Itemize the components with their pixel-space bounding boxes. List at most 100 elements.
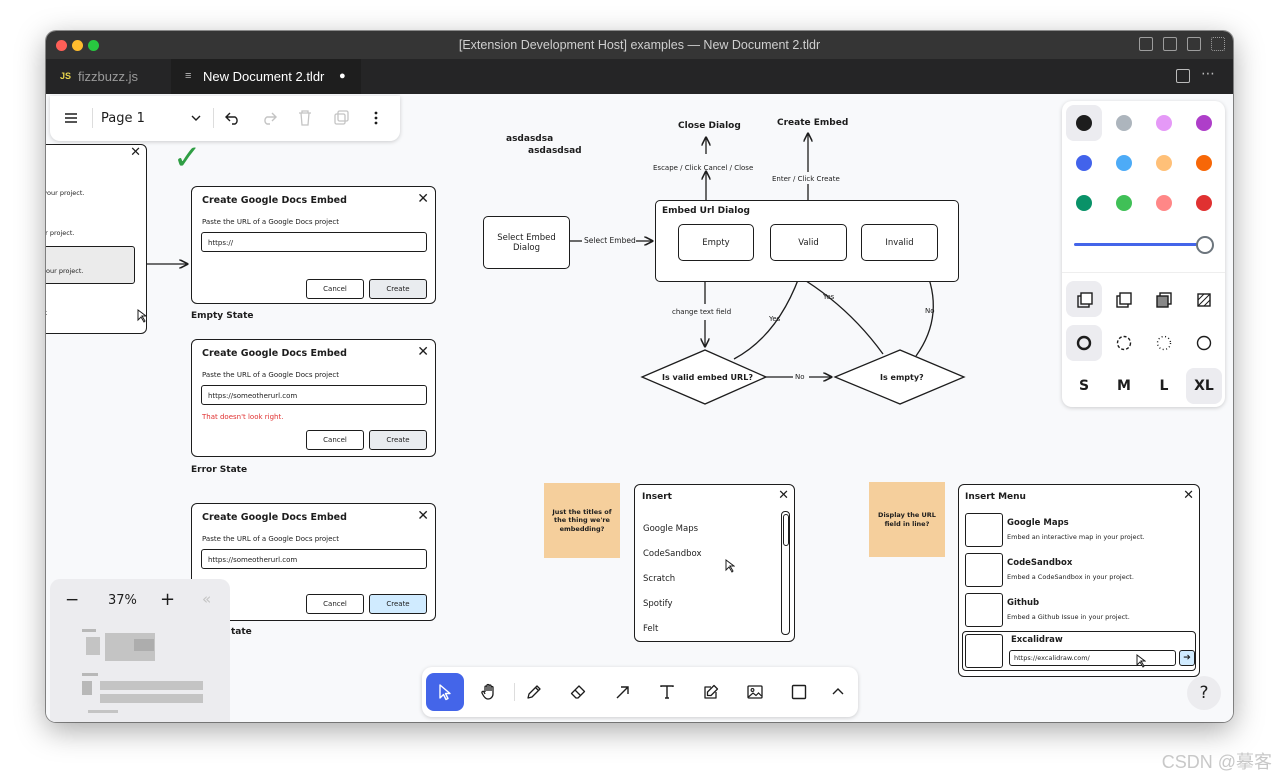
go-arrow-button[interactable]: ➔ — [1179, 650, 1195, 666]
more-vertical-icon[interactable] — [374, 111, 378, 125]
create-embed-node[interactable]: Create Embed — [777, 118, 849, 128]
color-swatch-blue[interactable] — [1076, 155, 1092, 171]
tool-rectangle[interactable] — [780, 673, 818, 711]
embed-dialog-error[interactable]: Create Google Docs Embed ✕ Paste the URL… — [191, 339, 436, 457]
toggle-panel-icon[interactable] — [1163, 37, 1177, 51]
insert-menu-mockup[interactable]: Insert ✕ Google Maps CodeSandbox Scratch… — [634, 484, 795, 642]
zoom-level[interactable]: 37% — [108, 593, 137, 608]
text-note[interactable]: asdasdsad — [528, 146, 582, 156]
excalidraw-row[interactable]: Excalidraw https://excalidraw.com/ ➔ — [962, 631, 1196, 671]
size-l-button[interactable]: L — [1159, 378, 1169, 394]
split-editor-icon[interactable] — [1176, 69, 1190, 83]
sticky-note[interactable]: Display the URL field in line? — [869, 482, 945, 557]
tool-hand[interactable] — [470, 673, 508, 711]
is-valid-diamond[interactable] — [640, 349, 768, 405]
tab-fizzbuzz[interactable]: JS fizzbuzz.js — [46, 59, 166, 94]
color-swatch-light-green[interactable] — [1116, 195, 1132, 211]
insert-menu-detailed[interactable]: Insert Menu ✕ Google Maps Embed an inter… — [958, 484, 1200, 677]
url-input[interactable]: https://someotherurl.com — [201, 385, 427, 405]
size-m-button[interactable]: M — [1117, 378, 1131, 394]
create-button[interactable]: Create — [369, 279, 427, 299]
fill-pattern-icon[interactable] — [1196, 292, 1212, 308]
close-icon[interactable]: ✕ — [417, 191, 429, 207]
tldraw-canvas[interactable]: ✕ n your project. our project. n your pr… — [46, 94, 1233, 722]
tool-arrow[interactable] — [604, 673, 642, 711]
minimap[interactable] — [50, 621, 230, 722]
color-swatch-violet[interactable] — [1196, 115, 1212, 131]
embed-title[interactable]: Github — [1007, 598, 1040, 608]
embed-title[interactable]: CodeSandbox — [1007, 558, 1073, 568]
cancel-button[interactable]: Cancel — [306, 594, 364, 614]
undo-icon[interactable] — [225, 111, 241, 125]
duplicate-icon[interactable] — [334, 110, 349, 125]
fill-semi-icon[interactable] — [1116, 292, 1132, 308]
url-input[interactable]: https:// — [201, 232, 427, 252]
dash-dashed-icon[interactable] — [1116, 335, 1132, 351]
color-swatch-red[interactable] — [1196, 195, 1212, 211]
customize-layout-icon[interactable] — [1211, 37, 1225, 51]
menu-item[interactable]: Google Maps — [643, 524, 699, 534]
close-dialog-node[interactable]: Close Dialog — [678, 121, 741, 131]
close-icon[interactable]: ✕ — [130, 145, 141, 160]
close-icon[interactable]: ✕ — [1183, 488, 1194, 503]
state-empty-node[interactable]: Empty — [678, 224, 754, 261]
more-actions-icon[interactable]: ⋯ — [1201, 65, 1215, 81]
embed-title[interactable]: Excalidraw — [1011, 635, 1063, 645]
tab-new-document[interactable]: ≡ New Document 2.tldr ● — [171, 59, 361, 94]
color-swatch-light-violet[interactable] — [1156, 115, 1172, 131]
cancel-button[interactable]: Cancel — [306, 279, 364, 299]
fill-solid-icon[interactable] — [1156, 292, 1172, 308]
cancel-button[interactable]: Cancel — [306, 430, 364, 450]
fill-none-icon[interactable] — [1077, 292, 1093, 308]
create-button[interactable]: Create — [369, 594, 427, 614]
state-valid-node[interactable]: Valid — [770, 224, 847, 261]
tool-more[interactable] — [819, 673, 857, 711]
toggle-secondary-sidebar-icon[interactable] — [1187, 37, 1201, 51]
size-s-button[interactable]: S — [1078, 378, 1090, 394]
dash-solid-icon[interactable] — [1196, 335, 1212, 351]
menu-item[interactable]: Felt — [643, 624, 659, 634]
maximize-window-button[interactable] — [88, 40, 99, 51]
tool-image[interactable] — [736, 673, 774, 711]
partial-insert-menu[interactable]: ✕ n your project. our project. n your pr… — [46, 144, 147, 334]
embed-title[interactable]: Google Maps — [1007, 518, 1069, 528]
menu-item[interactable]: Spotify — [643, 599, 673, 609]
minimize-window-button[interactable] — [72, 40, 83, 51]
opacity-slider-thumb[interactable] — [1196, 236, 1214, 254]
partial-hover-row[interactable]: n your project. — [46, 246, 135, 284]
close-icon[interactable]: ✕ — [417, 508, 429, 524]
menu-item[interactable]: Scratch — [643, 574, 676, 584]
color-swatch-light-red[interactable] — [1156, 195, 1172, 211]
scrollbar-track[interactable] — [781, 511, 790, 635]
zoom-in-button[interactable]: + — [160, 589, 176, 610]
color-swatch-yellow[interactable] — [1156, 155, 1172, 171]
select-embed-dialog-node[interactable]: Select Embed Dialog — [483, 216, 570, 269]
collapse-minimap-button[interactable]: « — [202, 590, 212, 608]
is-empty-diamond[interactable] — [833, 349, 966, 405]
help-button[interactable]: ? — [1187, 676, 1221, 710]
tool-eraser[interactable] — [559, 673, 597, 711]
hamburger-menu-icon[interactable] — [64, 112, 78, 124]
create-button[interactable]: Create — [369, 430, 427, 450]
color-swatch-orange[interactable] — [1196, 155, 1212, 171]
embed-dialog-empty[interactable]: Create Google Docs Embed ✕ Paste the URL… — [191, 186, 436, 304]
redo-icon[interactable] — [261, 111, 277, 125]
tool-select[interactable] — [426, 673, 464, 711]
url-input[interactable]: https://someotherurl.com — [201, 549, 427, 569]
dash-draw-icon[interactable] — [1076, 335, 1092, 351]
excalidraw-url-input[interactable]: https://excalidraw.com/ — [1009, 650, 1176, 666]
menu-item[interactable]: CodeSandbox — [643, 549, 702, 559]
color-swatch-black[interactable] — [1076, 115, 1092, 131]
close-icon[interactable]: ✕ — [778, 488, 789, 503]
color-swatch-green[interactable] — [1076, 195, 1092, 211]
page-label[interactable]: Page 1 — [101, 111, 145, 126]
close-window-button[interactable] — [56, 40, 67, 51]
tool-text[interactable] — [648, 673, 686, 711]
close-icon[interactable]: ✕ — [417, 344, 429, 360]
tool-draw[interactable] — [515, 673, 553, 711]
color-swatch-light-blue[interactable] — [1116, 155, 1132, 171]
scrollbar-thumb[interactable] — [783, 514, 789, 546]
text-note[interactable]: asdasdsa — [506, 134, 554, 144]
embed-dialog-valid[interactable]: Create Google Docs Embed ✕ Paste the URL… — [191, 503, 436, 621]
dash-dotted-icon[interactable] — [1156, 335, 1172, 351]
